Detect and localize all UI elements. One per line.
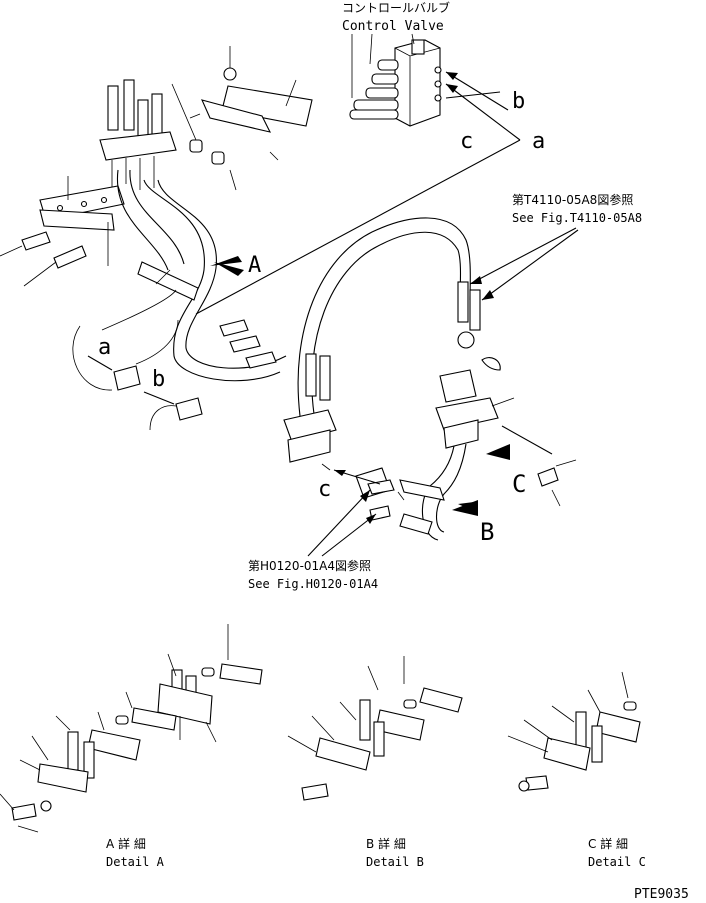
letter-c-lower: c <box>318 477 331 502</box>
detail-c-en: Detail C <box>588 855 646 869</box>
letter-c-valve: c <box>460 129 473 154</box>
ref-t4110-jp: 第T4110-05A8図参照 <box>512 192 633 207</box>
letter-a-valve: a <box>532 129 545 154</box>
right-hose-assembly: 第T4110-05A8図参照 See Fig.T4110-05A8 B C <box>248 192 642 591</box>
letter-a-left: a <box>98 335 111 360</box>
control-valve: コントロールバルブ Control Valve b a c <box>342 0 545 154</box>
detail-b-view: B 詳 細 Detail B <box>287 656 463 869</box>
detail-b-en: Detail B <box>366 855 424 869</box>
letter-b-valve: b <box>512 89 525 114</box>
detail-b-jp: B 詳 細 <box>366 836 406 851</box>
letter-b-left: b <box>152 367 165 392</box>
letter-B-main: B <box>480 518 494 546</box>
control-valve-label-jp: コントロールバルブ <box>342 0 450 15</box>
left-lever-assembly: A a b <box>0 46 521 431</box>
detail-c-jp: C 詳 細 <box>588 836 628 851</box>
detail-a-view: A 詳 細 Detail A <box>0 624 263 869</box>
letter-C-main: C <box>512 470 526 498</box>
control-valve-label-en: Control Valve <box>342 19 444 34</box>
detail-a-jp: A 詳 細 <box>106 836 146 851</box>
ref-t4110-en: See Fig.T4110-05A8 <box>512 211 642 225</box>
detail-c-view: C 詳 細 Detail C <box>507 671 646 869</box>
drawing-code: PTE9035 <box>634 887 689 902</box>
ref-h0120-jp: 第H0120-01A4図参照 <box>248 558 371 573</box>
detail-a-en: Detail A <box>106 855 165 869</box>
ref-h0120-en: See Fig.H0120-01A4 <box>248 577 378 591</box>
letter-A-main: A <box>248 253 261 278</box>
